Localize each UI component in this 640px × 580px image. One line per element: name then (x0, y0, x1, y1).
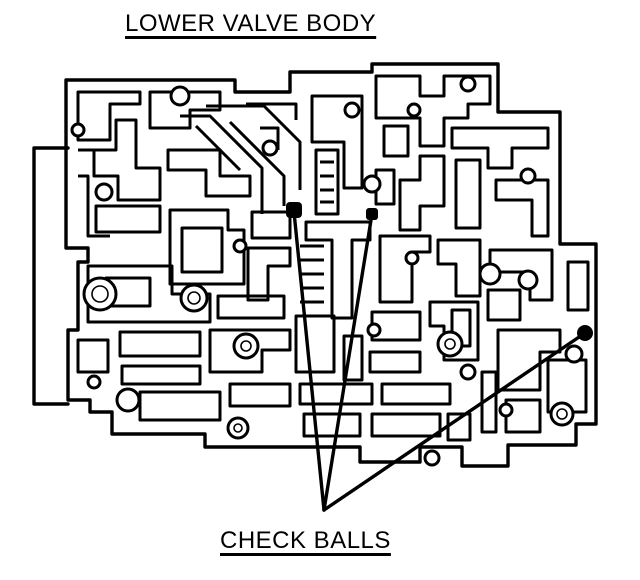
bolt-bosses (82, 276, 575, 440)
check-ball-1 (286, 202, 302, 218)
bores (70, 75, 584, 467)
valve-body-outline (64, 62, 598, 468)
diagram-title: LOWER VALVE BODY (125, 10, 377, 37)
check-balls-label: CHECK BALLS (220, 527, 391, 554)
fluid-channels (76, 74, 590, 442)
left-side-plate (32, 146, 70, 406)
callout-leaders (292, 210, 587, 512)
